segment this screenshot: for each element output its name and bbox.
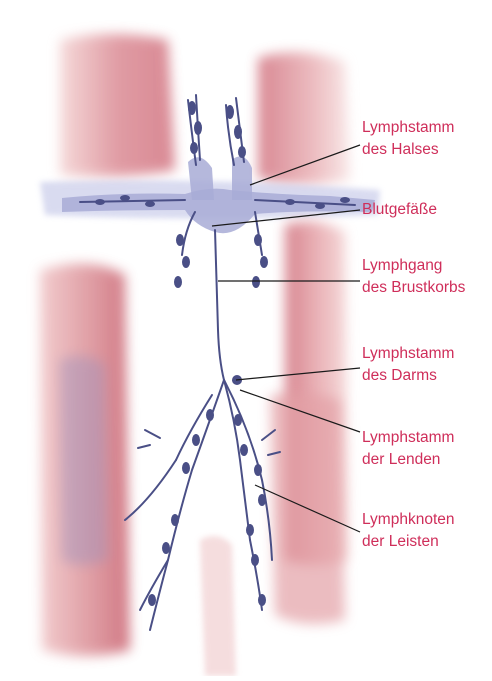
leg-gap	[200, 536, 236, 676]
label-blood-vessels: Blutgefäße	[362, 199, 437, 221]
shoulder-left	[60, 34, 175, 177]
label-lumbar-trunk-line-2: der Lenden	[362, 449, 454, 471]
label-inguinal-nodes-line-2: der Leisten	[362, 531, 455, 553]
label-intestinal-trunk-line-2: des Darms	[362, 365, 454, 387]
arm-left	[40, 264, 130, 656]
label-inguinal-nodes-line-1: Lymphknoten	[362, 509, 455, 531]
label-thoracic-duct: Lymphgang des Brustkorbs	[362, 255, 465, 299]
label-neck-trunk-line-2: des Halses	[362, 139, 454, 161]
label-intestinal-trunk: Lymphstamm des Darms	[362, 343, 454, 387]
label-lumbar-trunk-line-1: Lymphstamm	[362, 427, 454, 449]
label-lumbar-trunk: Lymphstamm der Lenden	[362, 427, 454, 471]
label-blood-vessels-line-1: Blutgefäße	[362, 199, 437, 221]
label-thoracic-duct-line-2: des Brustkorbs	[362, 277, 465, 299]
label-neck-trunk-line-1: Lymphstamm	[362, 117, 454, 139]
shoulder-right	[258, 52, 350, 184]
label-intestinal-trunk-line-1: Lymphstamm	[362, 343, 454, 365]
label-inguinal-nodes: Lymphknoten der Leisten	[362, 509, 455, 553]
label-neck-trunk: Lymphstamm des Halses	[362, 117, 454, 161]
label-thoracic-duct-line-1: Lymphgang	[362, 255, 465, 277]
